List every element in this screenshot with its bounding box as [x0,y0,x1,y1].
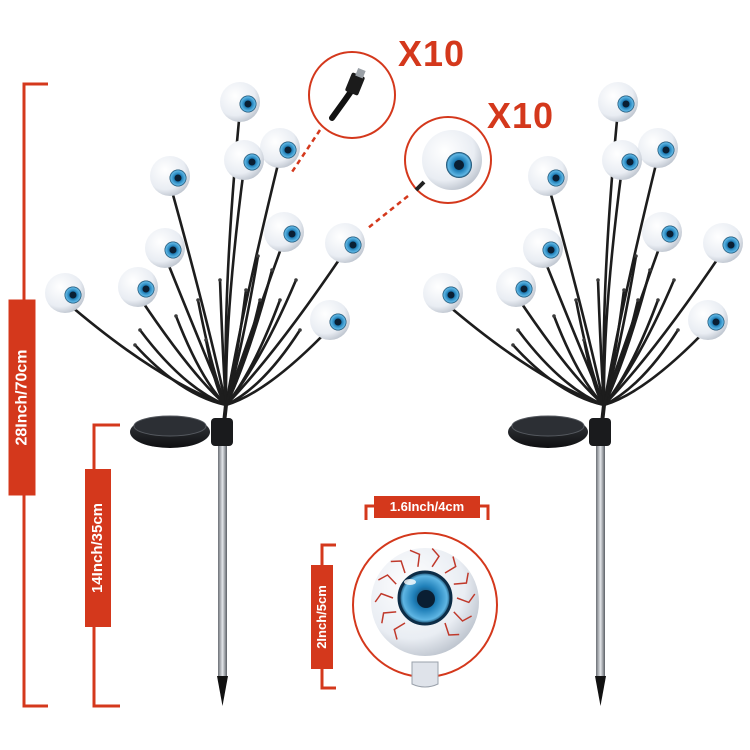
eyeball-light-stake-right [423,82,743,706]
bulb-quantity-label: X10 [487,95,555,136]
eyeball-bulb [496,267,536,307]
eyeball-bulb [598,82,638,122]
stake-tip [217,676,228,706]
eyeball-bulb [45,273,85,313]
wire-branches [63,108,347,434]
panel-mount [211,418,233,446]
eyeball-bulb [523,228,563,268]
eyeball-bulb [642,212,682,252]
eyeball-bulb [528,156,568,196]
eyeball-bulb [423,273,463,313]
eyeball-bulb [310,300,350,340]
eyeball-bulb-detail [352,532,498,688]
eyeball-bulb [638,128,678,168]
stake-height-label: 14Inch/35cm [85,469,111,627]
eyeball-bulb-callout [367,116,492,229]
eyeball-bulb [118,267,158,307]
eyeball-bulb [688,300,728,340]
eyeball-bulb [224,140,264,180]
metal-stake [596,430,605,676]
panel-mount [589,418,611,446]
bulb-width-label: 1.6Inch/4cm [374,496,480,518]
connector-plug-callout [290,51,396,173]
eyeball-bulb [325,223,365,263]
eyeball-bulb [260,128,300,168]
stake-tip [595,676,606,706]
eyeball-bulb [150,156,190,196]
eyeball-light-stake-left [45,82,365,706]
eyeball-bulb [602,140,642,180]
eyeball-bulb [264,212,304,252]
eyeball-bulb [145,228,185,268]
connector-quantity-label: X10 [398,33,466,74]
metal-stake [218,430,227,676]
eyeball-bulb [220,82,260,122]
bulb-height-label: 2Inch/5cm [311,565,333,669]
total-height-label: 28Inch/70cm [8,299,36,496]
eyeball-bulb [703,223,743,263]
